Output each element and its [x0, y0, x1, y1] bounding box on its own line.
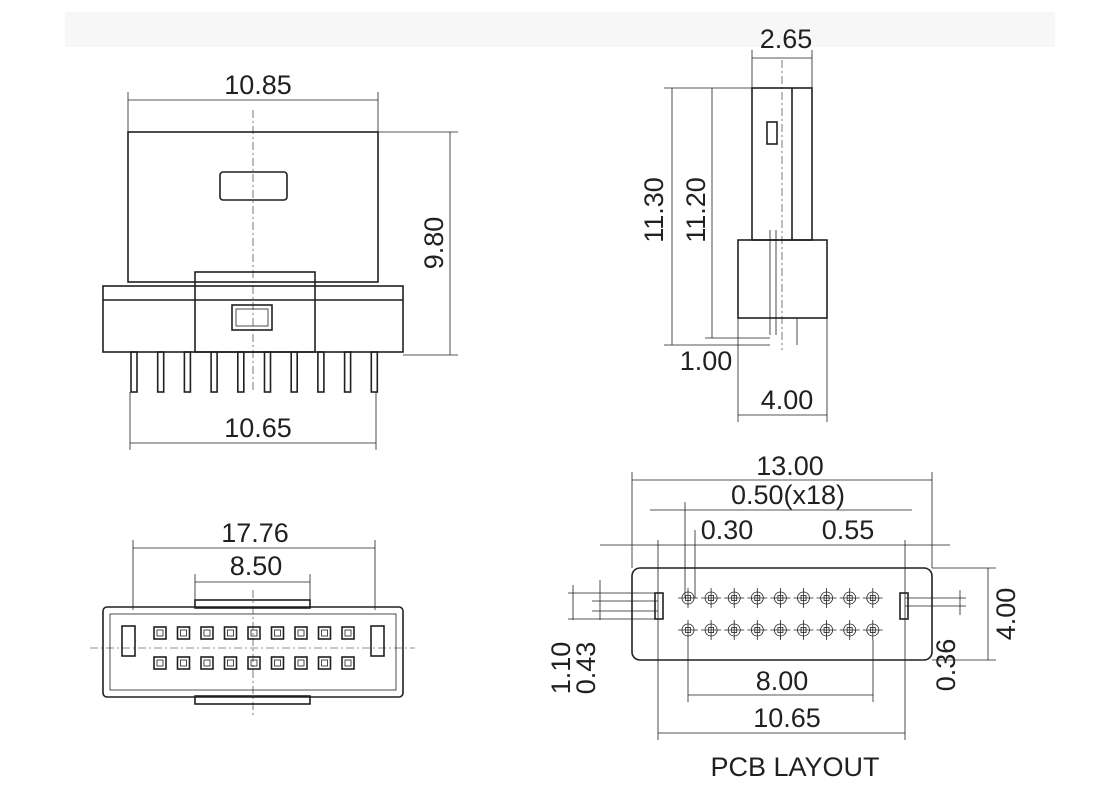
pin-cavity [176, 656, 191, 670]
pin-cavity-inner [250, 629, 258, 637]
pin-cavity [223, 656, 238, 670]
pin-cavity-inner [274, 629, 281, 637]
pcb-layout: 13.00 0.50(x18) 0.30 0.55 4.00 0.36 1.10… [546, 451, 1021, 782]
pin-cavity-inner [250, 659, 258, 667]
dim-pcb-height: 4.00 [991, 588, 1021, 641]
dim-side-top-width: 2.65 [760, 24, 813, 54]
dim-bottom-width: 17.76 [221, 518, 289, 548]
dim-side-body-height: 11.20 [681, 177, 711, 243]
pin [343, 351, 352, 393]
dim-side-pin-offset: 1.00 [680, 346, 733, 376]
pin [156, 351, 165, 393]
dim-pcb-043: 0.43 [571, 642, 601, 695]
pin-cavity [294, 626, 308, 640]
pin-cavity [200, 656, 214, 670]
pin-cavity-inner [180, 629, 187, 637]
pin [290, 351, 299, 393]
pin-cavity-inner [321, 659, 328, 667]
pin [263, 351, 272, 393]
dim-pcb-pitch: 0.50(x18) [731, 480, 845, 510]
dim-pcb-036: 0.36 [931, 639, 961, 692]
pin-cavity-inner [203, 629, 211, 637]
header-band [65, 12, 1055, 47]
pin-cavity-inner [321, 629, 328, 637]
side-view: 2.65 11.30 11.20 1.00 4.00 [639, 24, 828, 422]
dim-pcb-pad: 0.30 [701, 515, 754, 545]
dim-pcb-width: 13.00 [756, 451, 824, 481]
pcb-layout-title: PCB LAYOUT [710, 752, 879, 782]
pin [317, 351, 325, 393]
dim-front-pin-span: 10.65 [224, 413, 292, 443]
dim-bottom-key: 8.50 [230, 551, 283, 581]
pin-cavity-inner [297, 629, 305, 637]
pin-cavity-inner [297, 659, 305, 667]
pin-cavity [270, 656, 285, 670]
pin [183, 351, 192, 393]
pin [237, 351, 245, 393]
pin-cavity [341, 656, 355, 670]
pin-cavity-inner [203, 659, 211, 667]
dim-side-total-height: 11.30 [639, 177, 669, 243]
dim-front-width: 10.85 [224, 70, 292, 100]
dim-pcb-offset: 0.55 [822, 515, 875, 545]
pin-cavity-inner [180, 659, 187, 667]
pin [130, 351, 138, 393]
pin-cavity [247, 656, 261, 670]
pin-cavity [153, 656, 167, 670]
dim-front-height: 9.80 [419, 217, 449, 270]
dim-pcb-row-span: 8.00 [756, 666, 809, 696]
bottom-view: 17.76 8.50 [90, 518, 415, 715]
pin-cavity-inner [274, 659, 281, 667]
pin-cavity [176, 626, 191, 640]
pin [210, 351, 218, 393]
pin-cavity [223, 626, 238, 640]
front-view: 10.85 9.80 10.65 [102, 70, 458, 450]
pin-cavity-inner [156, 629, 164, 637]
pin-cavity-inner [344, 629, 352, 637]
pin-cavity [317, 656, 332, 670]
pin-cavity-inner [156, 659, 164, 667]
pin-cavity-inner [227, 659, 234, 667]
dim-pcb-peg-span: 10.65 [753, 703, 821, 733]
pin-cavity [247, 626, 261, 640]
pin-cavity [200, 626, 214, 640]
pin-cavity [317, 626, 332, 640]
pin-cavity [341, 626, 355, 640]
dim-pcb-110: 1.10 [546, 642, 576, 695]
dim-side-base-width: 4.00 [761, 385, 814, 415]
pin [370, 351, 379, 393]
pin-cavity [270, 626, 285, 640]
pin-cavity [153, 626, 167, 640]
pin-cavity [294, 656, 308, 670]
pin-cavity-inner [227, 629, 234, 637]
pin-cavity-inner [344, 659, 352, 667]
